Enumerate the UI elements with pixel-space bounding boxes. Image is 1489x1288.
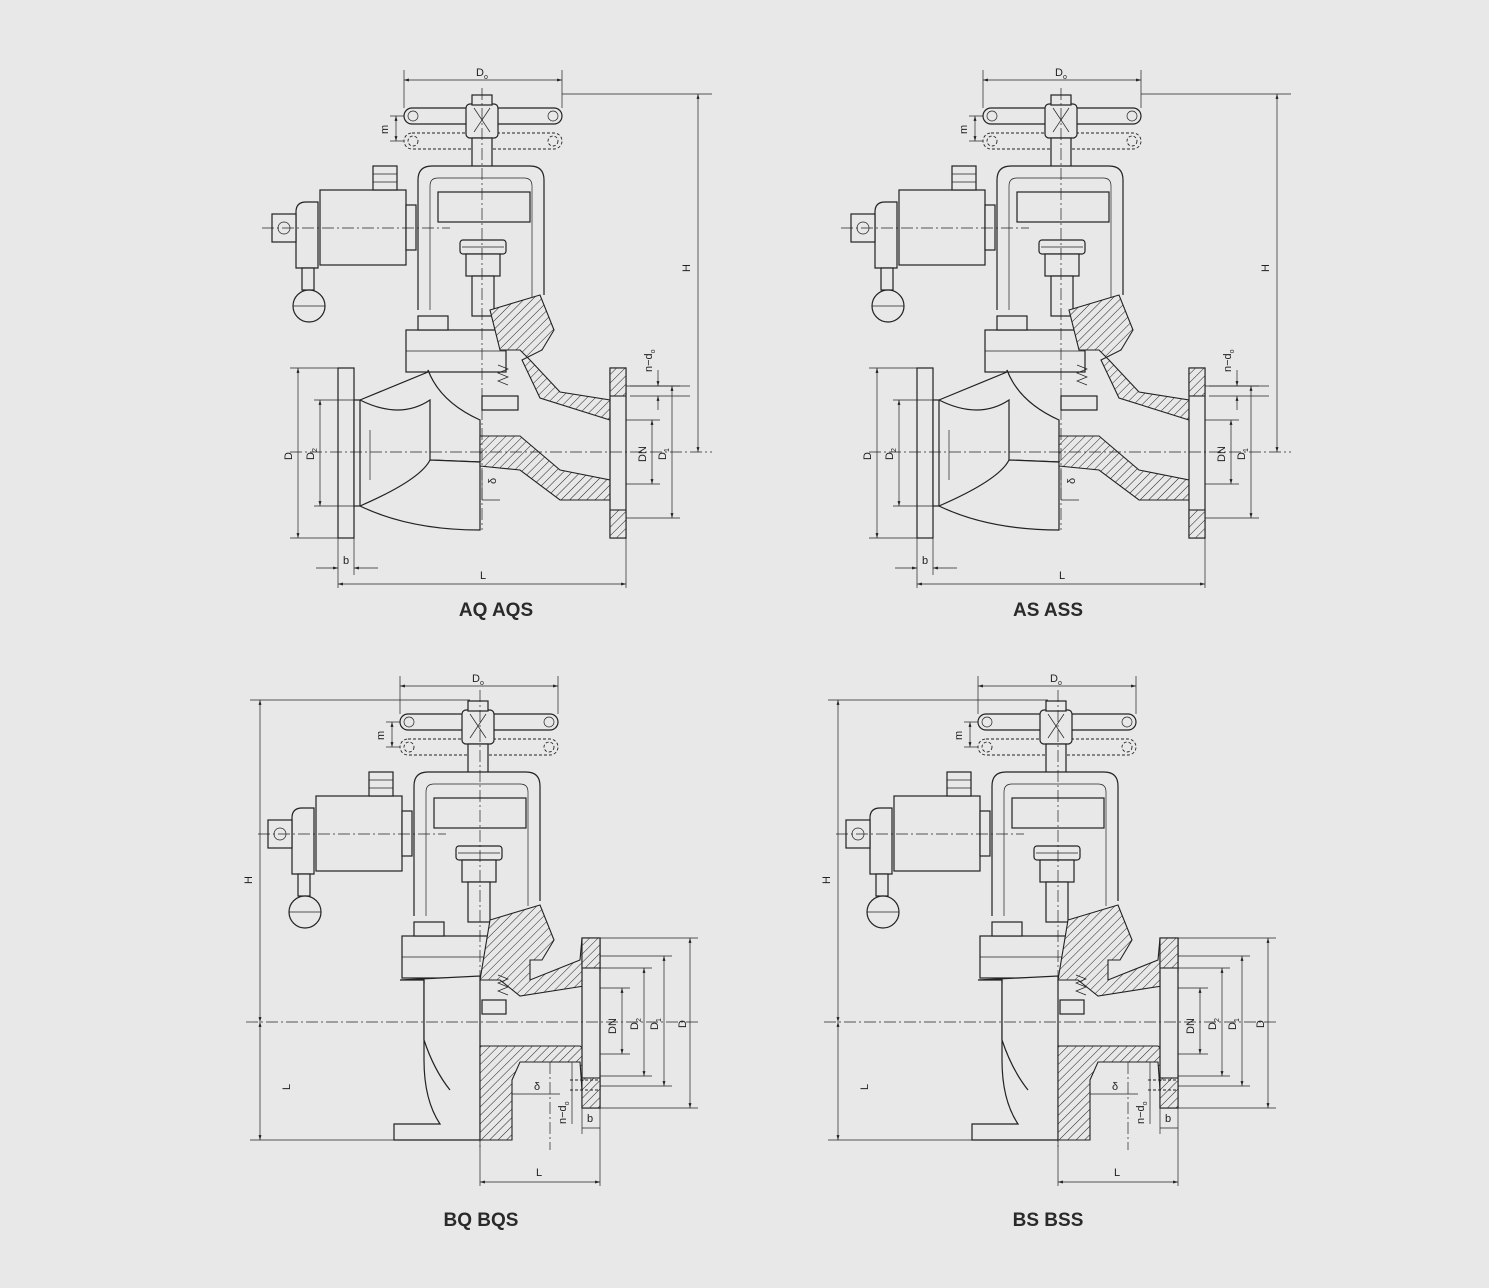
figure-aq-aqs: Do m H n−do DN D1 D D2 δ bbox=[261, 67, 712, 621]
dim-d2: D2 bbox=[884, 448, 898, 460]
dim-b: b bbox=[922, 555, 928, 567]
dim-h: H bbox=[821, 876, 833, 884]
dim-delta: δ bbox=[487, 478, 499, 484]
dim-n-do: n−do bbox=[557, 1101, 571, 1124]
dim-m: m bbox=[953, 731, 965, 740]
figure-title: AS ASS bbox=[1013, 600, 1083, 621]
dim-l: L bbox=[1114, 1167, 1120, 1179]
figure-bq-bqs: Do m H L DN D2 D1 D δ n−do bbox=[243, 673, 700, 1231]
dim-l: L bbox=[480, 570, 486, 582]
dim-d1: D1 bbox=[649, 1018, 663, 1030]
dim-b: b bbox=[587, 1113, 593, 1125]
dim-d: D bbox=[862, 452, 874, 460]
dim-d1: D1 bbox=[1227, 1018, 1241, 1030]
dim-h: H bbox=[243, 876, 255, 884]
dim-delta: δ bbox=[1066, 478, 1078, 484]
dim-do: Do bbox=[1050, 673, 1062, 687]
dim-d2: D2 bbox=[305, 448, 319, 460]
dim-d1: D1 bbox=[1236, 448, 1250, 460]
dim-d: D bbox=[283, 452, 295, 460]
dim-l: L bbox=[1059, 570, 1065, 582]
dim-d2: D2 bbox=[1207, 1018, 1221, 1030]
dim-d2: D2 bbox=[629, 1018, 643, 1030]
dim-n-do: n−do bbox=[643, 349, 657, 372]
dim-delta: δ bbox=[1112, 1081, 1118, 1093]
dim-m: m bbox=[379, 125, 391, 134]
dim-m: m bbox=[958, 125, 970, 134]
dim-d: D bbox=[1255, 1020, 1267, 1028]
dim-delta: δ bbox=[534, 1081, 540, 1093]
dim-dn: DN bbox=[1185, 1018, 1197, 1034]
dim-h: H bbox=[681, 264, 693, 272]
dim-do: Do bbox=[1055, 67, 1067, 81]
dim-b: b bbox=[343, 555, 349, 567]
dim-l-left: L bbox=[281, 1084, 293, 1090]
dim-n-do: n−do bbox=[1222, 349, 1236, 372]
dim-dn: DN bbox=[607, 1018, 619, 1034]
dim-d1: D1 bbox=[657, 448, 671, 460]
dim-l-left: L bbox=[859, 1084, 871, 1090]
dim-do: Do bbox=[472, 673, 484, 687]
figure-title: BQ BQS bbox=[444, 1210, 519, 1231]
figure-title: BS BSS bbox=[1013, 1210, 1084, 1231]
dim-dn: DN bbox=[637, 446, 649, 462]
dim-n-do: n−do bbox=[1135, 1101, 1149, 1124]
figure-as-ass: Do m H n−do DN D1 D D2 δ b L AS ASS bbox=[840, 67, 1291, 621]
figure-bs-bss: Do m H L DN D2 D1 D δ n−do b L BS BSS bbox=[821, 673, 1278, 1231]
dim-h: H bbox=[1260, 264, 1272, 272]
dim-do: Do bbox=[476, 67, 488, 81]
dim-d: D bbox=[677, 1020, 689, 1028]
dim-dn: DN bbox=[1216, 446, 1228, 462]
dim-b: b bbox=[1165, 1113, 1171, 1125]
figure-title: AQ AQS bbox=[459, 600, 533, 621]
dim-m: m bbox=[375, 731, 387, 740]
dim-l: L bbox=[536, 1167, 542, 1179]
